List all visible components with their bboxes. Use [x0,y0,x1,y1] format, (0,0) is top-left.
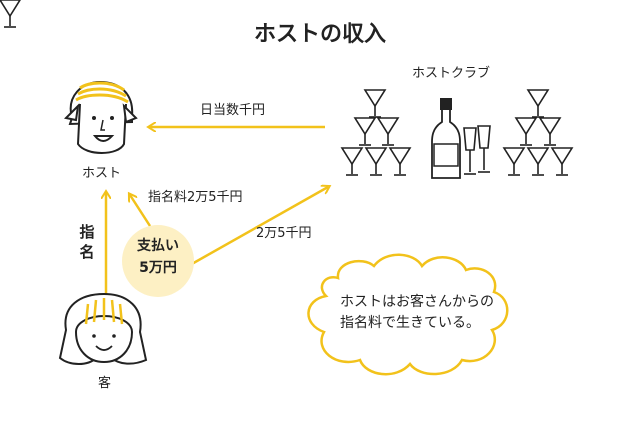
customer-label: 客 [98,376,112,391]
payment-badge: 支払い 5万円 [122,225,194,297]
nomination-fee-label: 指名料2万5千円 [148,190,243,205]
speech-bubble-text: ホストはお客さんからの指名料で生きている。 [340,294,494,331]
payment-badge-line1: 支払い [137,238,179,254]
speech-bubble-shape [307,253,509,376]
arrow-payment-to-club [189,187,328,267]
host-label: ホスト [82,166,122,181]
arrow-payment-to-host [130,195,152,227]
nomination-label: 指名 [79,223,95,261]
customer-illustration [58,292,148,365]
champagne-flutes [463,125,491,175]
club-share-label: 2万5千円 [256,226,312,241]
champagne-tower-left [0,0,411,176]
club-label: ホストクラブ [412,66,491,81]
champagne-tower-right [503,89,573,176]
champagne-bottle [431,98,461,179]
payment-badge-line2: 5万円 [139,260,177,276]
host-illustration [63,80,138,154]
daily-pay-label: 日当数千円 [200,103,266,118]
page-title: ホストの収入 [253,22,386,47]
